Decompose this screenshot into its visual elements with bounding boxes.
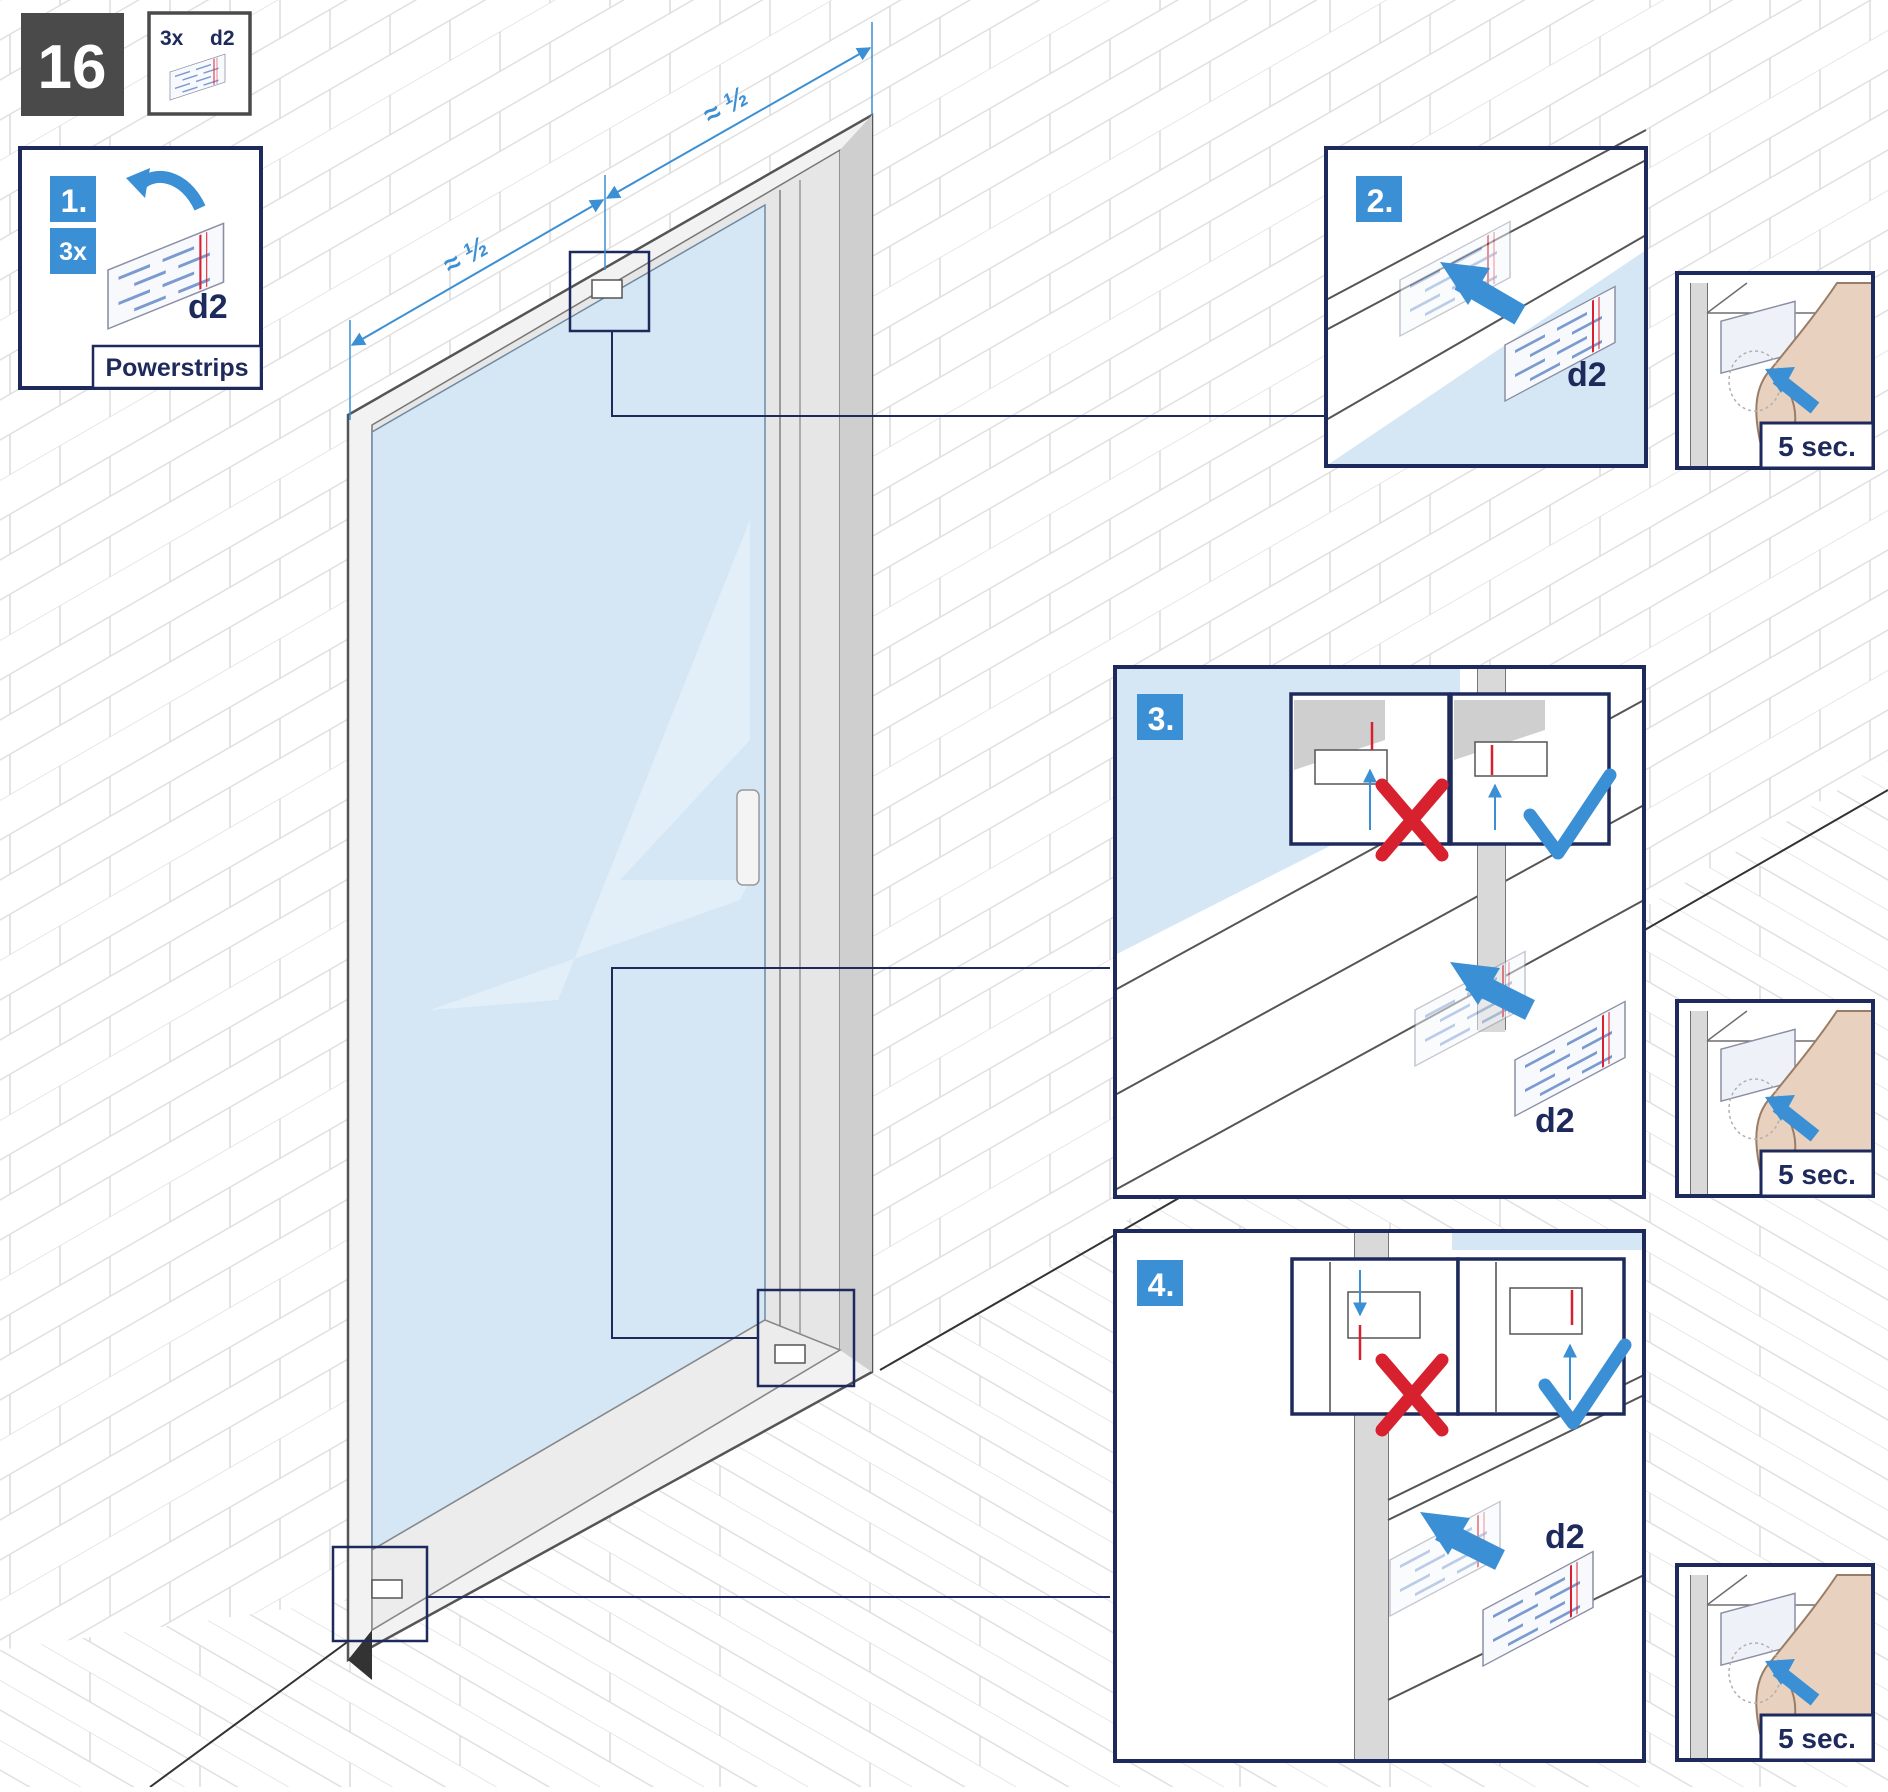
step1-part-code: d2 <box>188 288 228 326</box>
parts-quantity: 3x <box>160 27 184 50</box>
step-number-badge: 16 <box>21 13 124 116</box>
press-inset-2: 5 sec. <box>1677 1001 1873 1196</box>
step4-part-code: d2 <box>1545 1518 1585 1556</box>
step2-part-code: d2 <box>1567 356 1607 394</box>
step-number: 16 <box>38 33 107 102</box>
step4-number: 4. <box>1148 1267 1175 1303</box>
press-inset-3: 5 sec. <box>1677 1565 1873 1760</box>
leader-line-top <box>611 331 1326 417</box>
step1-number: 1. <box>61 183 88 219</box>
door-glass <box>371 203 766 1552</box>
step2-number: 2. <box>1367 183 1394 219</box>
leader-line-middle <box>611 967 1110 1339</box>
press-duration-2: 5 sec. <box>1778 1159 1856 1190</box>
step3-number: 3. <box>1148 701 1175 737</box>
door-strip-bottom-left <box>371 1579 403 1599</box>
step2-panel: 2. d2 <box>1324 129 1648 468</box>
step1-panel: 1. 3x d2 Powerstrips <box>18 146 263 390</box>
callout-bottom-left <box>331 1545 429 1643</box>
step3-correct-example <box>1449 692 1610 853</box>
press-duration-3: 5 sec. <box>1778 1723 1856 1754</box>
step3-panel: 3. d2 <box>1113 665 1646 1199</box>
step4-correct-example <box>1456 1257 1625 1423</box>
powerstrips-label: Powerstrips <box>105 354 248 382</box>
door-strip-bottom-right <box>774 1344 806 1364</box>
step1-quantity: 3x <box>59 238 87 266</box>
press-inset-1: 5 sec. <box>1677 273 1873 468</box>
door-strip-top <box>591 279 623 299</box>
parts-box: 3x d2 <box>147 11 252 116</box>
step3-wrong-example <box>1289 692 1451 855</box>
parts-code: d2 <box>210 27 235 50</box>
curved-arrow-icon <box>126 168 206 211</box>
step4-wrong-example <box>1290 1257 1460 1430</box>
step3-part-code: d2 <box>1535 1102 1575 1140</box>
press-duration-1: 5 sec. <box>1778 431 1856 462</box>
door-handle <box>736 789 760 886</box>
door <box>346 112 874 1680</box>
step4-panel: 4. d2 <box>1113 1229 1646 1763</box>
